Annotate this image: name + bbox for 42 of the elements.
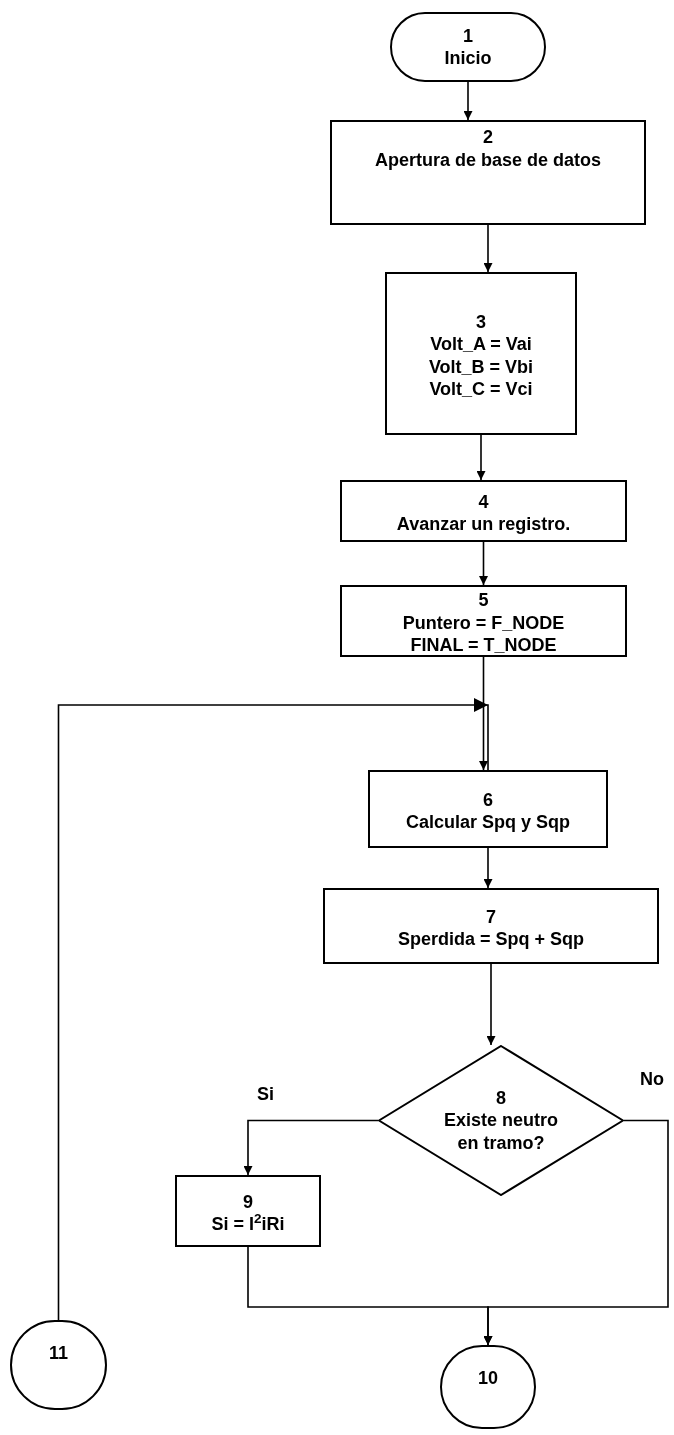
process-box xyxy=(340,480,627,542)
step-text: Puntero = F_NODE xyxy=(402,611,565,635)
step-number: 7 xyxy=(486,905,496,928)
step-text: Apertura de base de datos xyxy=(374,148,602,171)
decision-diamond xyxy=(378,1045,624,1196)
edge-label: Si xyxy=(255,1085,276,1103)
step-text: Existe neutro en tramo? xyxy=(443,1109,559,1155)
arrow xyxy=(486,963,496,1046)
step-number: 2 xyxy=(483,126,493,149)
process-box xyxy=(368,770,608,848)
step-number: 4 xyxy=(478,490,489,513)
arrow xyxy=(479,656,488,771)
step-text: Inicio xyxy=(444,47,492,70)
process-box xyxy=(175,1175,321,1247)
step-number: 9 xyxy=(243,1190,253,1213)
step-number: 6 xyxy=(483,788,493,811)
step-text: Si = I$^{2}$iRi xyxy=(211,1213,285,1236)
arrow xyxy=(483,224,493,273)
step-text: Volt_B = Vbi xyxy=(428,355,534,378)
edge-label: No xyxy=(638,1070,666,1088)
process-box xyxy=(340,585,627,657)
step-text: Volt_A = Vai xyxy=(430,333,532,356)
arrow xyxy=(247,1246,493,1346)
step-number: 11 xyxy=(49,1342,68,1365)
arrow xyxy=(476,434,486,481)
step-number: 5 xyxy=(478,589,489,612)
step-number: 8 xyxy=(496,1086,506,1110)
process-box xyxy=(323,888,659,964)
arrow xyxy=(243,1119,379,1176)
arrow xyxy=(479,541,488,586)
step-number: 3 xyxy=(476,310,486,333)
step-text: Volt_C = Vci xyxy=(429,378,533,401)
arrow xyxy=(483,847,493,889)
process-box xyxy=(385,272,577,435)
process-box xyxy=(330,120,646,225)
step-text: Avanzar un registro. xyxy=(396,513,571,536)
arrow xyxy=(463,81,473,121)
step-text: FINAL = T_NODE xyxy=(410,634,557,657)
step-text: Calcular Spq y Sqp xyxy=(405,811,570,834)
step-number: 10 xyxy=(478,1367,498,1390)
step-number: 1 xyxy=(463,24,473,47)
step-text: Sperdida = Spq + Sqp xyxy=(397,928,584,951)
